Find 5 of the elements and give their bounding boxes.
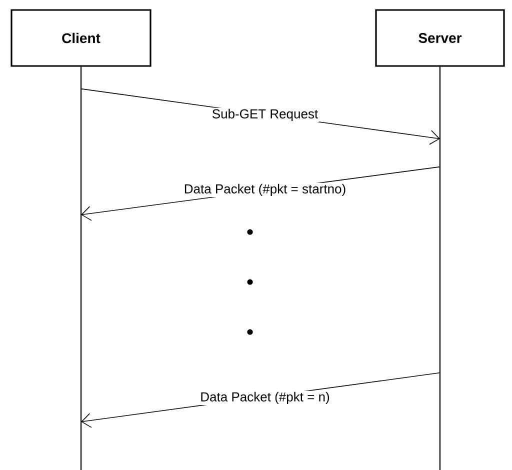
edge-label: Data Packet (#pkt = startno) [182,182,348,198]
lifeline-box: Client [10,9,152,67]
lifeline-box: Server [375,9,505,67]
edge-label: Data Packet (#pkt = n) [199,390,331,406]
edge-label: Sub-GET Request [210,108,320,122]
